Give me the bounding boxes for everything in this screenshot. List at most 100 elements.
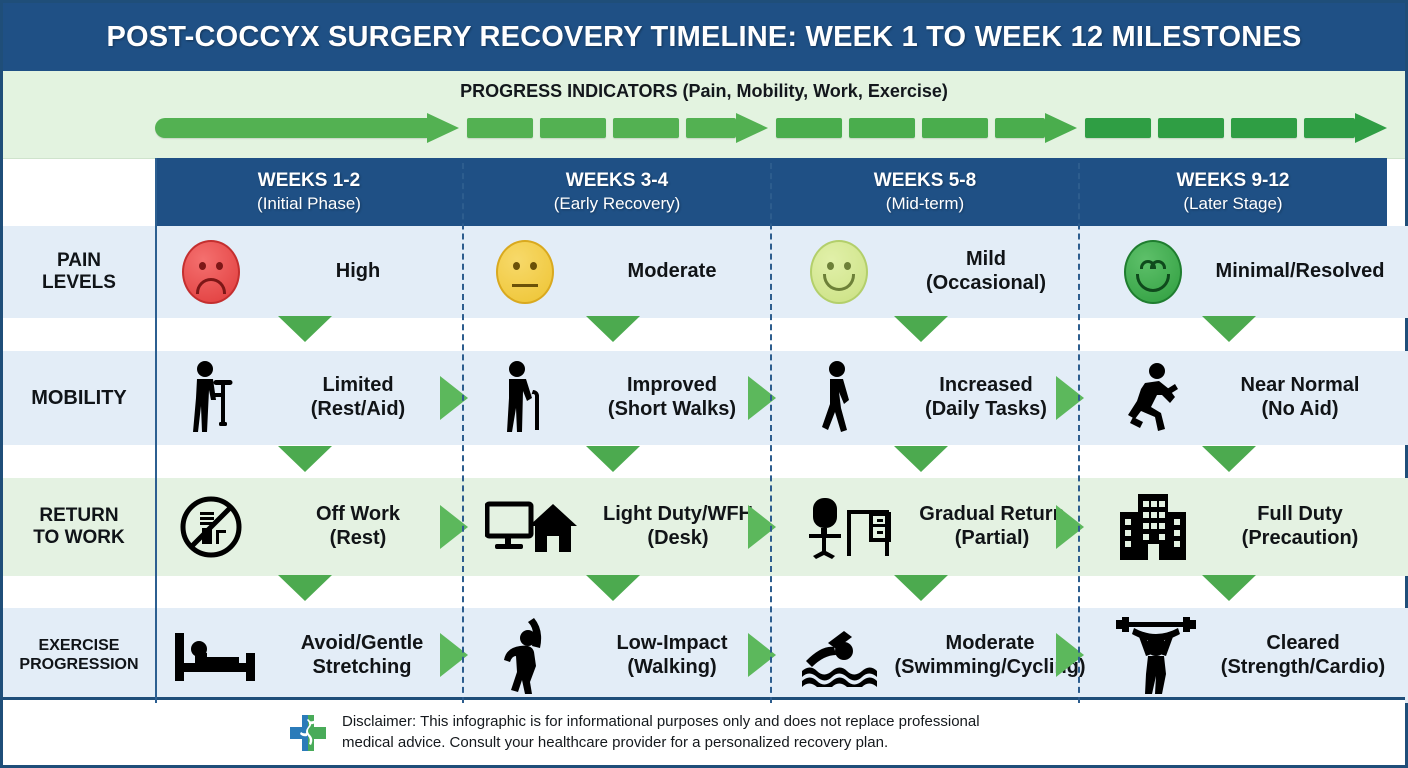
page-title: POST-COCCYX SURGERY RECOVERY TIMELINE: W… [106,20,1302,53]
down-arrow-pain-to-mobility [278,316,332,342]
office-desk-icon [797,494,893,560]
cell-line1: Minimal/Resolved [1215,260,1385,283]
row-label-line1: RETURN [39,505,119,527]
weightlifting-icon [1111,616,1201,696]
cell-line1: Gradual Return [919,503,1065,526]
cell-line1: Cleared [1266,631,1340,654]
down-arrow-mobility-to-work [278,446,332,472]
cell-line2: (Precaution) [1241,527,1359,549]
row-label-return-to-work: RETURN TO WORK [3,478,155,576]
cell-text-mobility-weeks-9-12: Near Normal (No Aid) [1195,374,1408,421]
cell-line1: Off Work [315,503,401,526]
column-header-weeks-3-4: WEEKS 3-4 (Early Recovery) [463,158,771,226]
cell-text-work-weeks-9-12: Full Duty (Precaution) [1195,503,1408,550]
progress-arrow-segment [613,118,679,138]
cell-exercise-weeks-9-12: Cleared (Strength/Cardio) [1097,608,1408,703]
progress-arrow-track [155,113,1387,143]
progress-arrow-segment [155,118,427,138]
column-header-title: WEEKS 3-4 [565,169,669,191]
row-label-line1: MOBILITY [31,386,127,409]
cell-text-work-weeks-1-2: Off Work (Rest) [253,503,469,550]
footer-disclaimer-text: Disclaimer: This infographic is for info… [342,712,980,753]
cell-text-pain-weeks-9-12: Minimal/Resolved [1195,260,1408,284]
cell-mobility-weeks-9-12: Near Normal (No Aid) [1097,351,1408,445]
progress-arrow-segment [467,118,533,138]
happy-face-icon [1111,240,1195,304]
cell-work-weeks-5-8: Gradual Return (Partial) [783,478,1097,576]
cell-line1: Increased [939,374,1033,397]
slight-smile-icon [797,240,881,304]
row-label-line1: EXERCISE [38,637,120,655]
cell-line1: Improved [626,374,718,397]
column-header-weeks-1-2: WEEKS 1-2 (Initial Phase) [155,158,463,226]
progress-arrow-segment [1231,118,1297,138]
progress-arrow-segment [1085,118,1151,138]
cell-text-mobility-weeks-5-8: Increased (Daily Tasks) [881,374,1097,421]
cell-exercise-weeks-3-4: Low-Impact (Walking) [469,608,783,703]
cell-line2: (Occasional) [925,272,1047,294]
cell-text-pain-weeks-5-8: Mild (Occasional) [881,248,1097,295]
down-arrow-pain-to-mobility [894,316,948,342]
cell-pain-weeks-1-2: High [155,226,469,318]
cell-text-exercise-weeks-5-8: Moderate (Swimming/Cycling) [889,632,1097,679]
cell-line1: Near Normal [1240,374,1360,397]
column-header-title: WEEKS 9-12 [1176,169,1290,191]
cell-line1: High [335,260,381,283]
cell-pain-weeks-3-4: Moderate [469,226,783,318]
cell-mobility-weeks-3-4: Improved (Short Walks) [469,351,783,445]
cell-text-exercise-weeks-1-2: Avoid/Gentle Stretching [261,632,469,679]
person-running-icon [1111,361,1195,435]
cell-text-work-weeks-5-8: Gradual Return (Partial) [893,503,1097,550]
cell-text-exercise-weeks-3-4: Low-Impact (Walking) [567,632,783,679]
cell-text-pain-weeks-1-2: High [253,260,469,284]
cell-text-pain-weeks-3-4: Moderate [567,260,783,284]
row-cells-exercise-progression: Avoid/Gentle Stretching Low-Impact (Walk… [155,608,1408,703]
row-label-line2: TO WORK [33,527,125,548]
row-label-line1: PAIN [57,250,101,272]
column-header-title: WEEKS 5-8 [873,169,977,191]
progress-arrow-segment [849,118,915,138]
cell-line1: Limited [322,374,394,397]
cell-text-work-weeks-3-4: Light Duty/WFH (Desk) [579,503,783,550]
cell-line2: (Swimming/Cycling) [894,655,1086,678]
medical-cross-caduceus-icon [288,713,328,753]
progress-arrow-segment [686,118,736,138]
sad-face-icon [169,240,253,304]
down-arrow-mobility-to-work [586,446,640,472]
title-bar: POST-COCCYX SURGERY RECOVERY TIMELINE: W… [3,3,1405,71]
cell-mobility-weeks-1-2: Limited (Rest/Aid) [155,351,469,445]
column-divider-2 [770,163,772,703]
cell-work-weeks-3-4: Light Duty/WFH (Desk) [469,478,783,576]
cell-pain-weeks-5-8: Mild (Occasional) [783,226,1097,318]
progress-arrow-segment [776,118,842,138]
progress-arrow-segment [540,118,606,138]
cell-work-weeks-1-2: Off Work (Rest) [155,478,469,576]
progress-arrow-head [736,113,768,143]
no-work-icon [169,494,253,560]
cell-text-mobility-weeks-3-4: Improved (Short Walks) [567,374,783,421]
row-exercise-progression: EXERCISE PROGRESSION Avoid/Gentle [3,608,1408,703]
progress-arrow-head [1355,113,1387,143]
office-building-icon [1111,492,1195,562]
cell-mobility-weeks-5-8: Increased (Daily Tasks) [783,351,1097,445]
row-label-exercise-progression: EXERCISE PROGRESSION [3,608,155,703]
cell-line1: Full Duty [1257,503,1343,526]
cell-line2: (Daily Tasks) [925,398,1047,420]
stretching-icon [483,616,567,696]
neutral-face-icon [483,240,567,304]
footer-line1: Disclaimer: This infographic is for info… [342,712,980,730]
home-office-icon [483,496,579,558]
cell-exercise-weeks-1-2: Avoid/Gentle Stretching [155,608,469,703]
cell-line1: Moderate [627,260,717,283]
person-crutch-icon [169,360,253,436]
swimming-icon [797,625,889,687]
progress-arrow-segment [995,118,1045,138]
bed-rest-icon [169,627,261,685]
progress-arrow-segment [1158,118,1224,138]
column-header-weeks-9-12: WEEKS 9-12 (Later Stage) [1079,158,1387,226]
row-cells-return-to-work: Off Work (Rest) Light Duty/WFH ( [155,478,1408,576]
column-header-phase: (Mid-term) [885,193,965,213]
cell-exercise-weeks-5-8: Moderate (Swimming/Cycling) [783,608,1097,703]
progress-indicators-label: PROGRESS INDICATORS (Pain, Mobility, Wor… [460,81,948,101]
row-cells-mobility: Limited (Rest/Aid) Improved (Short Walks… [155,351,1408,445]
